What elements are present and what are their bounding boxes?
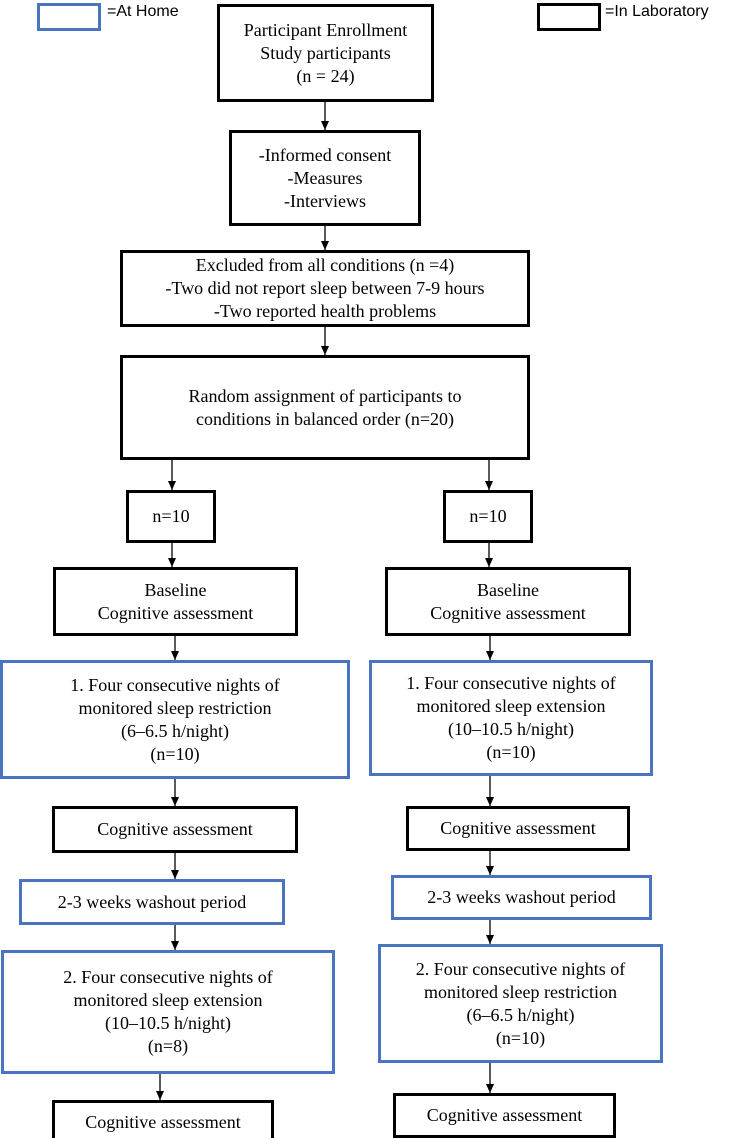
right-phase1-line-1: 1. Four consecutive nights of [406, 673, 616, 693]
left-phase1-box: 1. Four consecutive nights of monitored … [0, 660, 350, 779]
left-baseline-line-2: Cognitive assessment [97, 602, 254, 623]
legend-home-label: =At Home [107, 3, 179, 20]
right-baseline-line-1: Baseline [477, 579, 539, 600]
right-assessment-2-box: Cognitive assessment [393, 1093, 616, 1138]
left-baseline-line-1: Baseline [144, 579, 207, 600]
right-phase2-line-3: (6–6.5 h/night) [466, 1004, 575, 1025]
right-phase1-box: 1. Four consecutive nights of monitored … [369, 660, 653, 776]
random-assignment-box: Random assignment of participants to con… [120, 355, 530, 460]
right-washout-label: 2-3 weeks washout period [427, 887, 616, 907]
right-phase1-line-4: (n=10) [486, 742, 536, 762]
excluded-line-1: Excluded from all conditions (n =4) [195, 255, 455, 275]
excluded-line-2: -Two did not report sleep between 7-9 ho… [165, 278, 485, 298]
random-line-1: Random assignment of participants to [188, 385, 462, 406]
right-phase1-line-2: monitored sleep extension [416, 696, 606, 716]
right-washout-box: 2-3 weeks washout period [391, 875, 652, 920]
right-assessment-1-label: Cognitive assessment [440, 818, 596, 838]
left-phase2-line-1: 2. Four consecutive nights of [63, 967, 273, 987]
right-n-box: n=10 [443, 490, 533, 543]
enrollment-box: Participant Enrollment Study participant… [217, 4, 434, 102]
left-n-label: n=10 [152, 506, 190, 526]
right-assessment-2-label: Cognitive assessment [426, 1105, 583, 1125]
consent-line-2: -Measures [287, 167, 363, 188]
left-assessment-1-box: Cognitive assessment [52, 806, 298, 853]
excluded-line-3: -Two reported health problems [213, 301, 437, 321]
right-phase2-box: 2. Four consecutive nights of monitored … [378, 944, 663, 1063]
left-assessment-2-label: Cognitive assessment [85, 1111, 241, 1132]
left-phase2-box: 2. Four consecutive nights of monitored … [1, 950, 335, 1074]
right-assessment-1-box: Cognitive assessment [406, 806, 630, 851]
left-assessment-1-label: Cognitive assessment [97, 819, 253, 839]
left-phase1-line-4: (n=10) [150, 743, 200, 764]
consent-line-3: -Interviews [284, 190, 366, 211]
random-line-2: conditions in balanced order (n=20) [195, 408, 455, 429]
legend-lab-swatch [537, 3, 601, 31]
right-phase2-line-1: 2. Four consecutive nights of [415, 958, 626, 979]
right-phase2-line-4: (n=10) [495, 1027, 546, 1048]
left-washout-label: 2-3 weeks washout period [57, 891, 247, 912]
consent-box: -Informed consent -Measures -Interviews [229, 130, 421, 226]
enrollment-line-2: Study participants [260, 42, 391, 63]
left-phase2-line-4: (n=8) [147, 1036, 189, 1056]
legend-home-swatch [37, 3, 101, 31]
right-baseline-line-2: Cognitive assessment [430, 602, 586, 623]
left-phase1-line-2: monitored sleep restriction [78, 697, 272, 718]
left-phase2-line-2: monitored sleep extension [73, 990, 263, 1010]
left-phase1-line-3: (6–6.5 h/night) [121, 720, 229, 741]
right-n-label: n=10 [469, 506, 507, 526]
enrollment-line-3: (n = 24) [296, 65, 355, 86]
left-baseline-box: Baseline Cognitive assessment [53, 567, 298, 636]
right-phase1-line-3: (10–10.5 h/night) [448, 719, 574, 739]
left-assessment-2-box: Cognitive assessment [52, 1100, 274, 1138]
left-n-box: n=10 [126, 490, 216, 543]
right-phase2-line-2: monitored sleep restriction [424, 981, 617, 1002]
left-phase2-line-3: (10–10.5 h/night) [105, 1013, 231, 1033]
enrollment-line-1: Participant Enrollment [243, 19, 408, 40]
legend-lab-label: =In Laboratory [605, 3, 709, 20]
excluded-box: Excluded from all conditions (n =4) -Two… [120, 250, 530, 327]
left-washout-box: 2-3 weeks washout period [19, 879, 285, 925]
consent-line-1: -Informed consent [258, 144, 392, 165]
left-phase1-line-1: 1. Four consecutive nights of [70, 674, 280, 695]
right-baseline-box: Baseline Cognitive assessment [385, 567, 631, 636]
